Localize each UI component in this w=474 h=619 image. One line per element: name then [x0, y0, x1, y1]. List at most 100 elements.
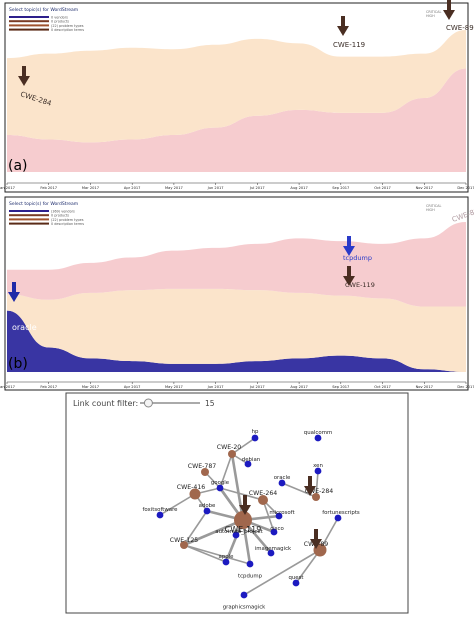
severity-legend-label: HIGH	[426, 208, 435, 212]
network-frame	[65, 392, 409, 614]
annotation-arrow-cwe-89-head	[443, 10, 455, 20]
node-autotrace_project[interactable]	[232, 531, 240, 539]
node-label: debian	[242, 457, 260, 463]
x-tick-label: Feb 2017	[40, 186, 57, 190]
node-quest[interactable]	[292, 579, 300, 587]
node-graphicsmagick[interactable]	[240, 591, 248, 599]
x-tick-label: Dec 2017	[457, 385, 474, 389]
node-hp[interactable]	[251, 434, 259, 442]
link-count-slider-thumb[interactable]	[143, 398, 153, 408]
node-label: CWE-20	[217, 444, 242, 451]
node-cwe-20[interactable]	[228, 450, 236, 458]
network-link	[219, 453, 233, 489]
annotation-arrow-cwe-119-shaft	[347, 266, 351, 278]
x-tick-label: Jul 2017	[249, 385, 265, 389]
node-fortunescripts[interactable]	[334, 514, 342, 522]
node-label: foxitsoftware	[143, 507, 179, 513]
annotation-arrow-cwe-119	[337, 16, 349, 36]
network-link	[219, 487, 264, 501]
x-tick-label: Mar 2017	[82, 186, 99, 190]
legend-swatch	[9, 20, 49, 23]
x-tick-label: Nov 2017	[416, 186, 433, 190]
graph-arrow-cwe-89-head	[310, 539, 322, 549]
node-label: CWE-264	[249, 490, 277, 497]
panel-label: (b)	[8, 356, 28, 372]
network-link	[159, 493, 196, 516]
legend-swatch	[9, 28, 49, 31]
node-tcpdump[interactable]	[246, 560, 254, 568]
node-label: xen	[313, 463, 323, 469]
network-link	[231, 437, 256, 455]
node-debian[interactable]	[244, 460, 252, 468]
network-link	[230, 452, 245, 522]
legend-label: 0 products	[51, 214, 69, 218]
node-google[interactable]	[216, 484, 224, 492]
severity-legend-label: CRITICAL	[426, 10, 441, 14]
annotation-label: CWE-89	[446, 24, 474, 32]
node-label: CWE-119	[225, 525, 262, 534]
legend-swatch	[9, 210, 49, 212]
legend-swatch	[9, 222, 49, 225]
node-label: fortunescripts	[322, 510, 360, 516]
x-tick-label: May 2017	[165, 186, 183, 190]
node-label: graphicsmagick	[223, 604, 266, 610]
x-tick-label: Oct 2017	[374, 385, 391, 389]
node-cwe-416[interactable]	[189, 488, 201, 500]
stream-layer-high	[7, 288, 466, 372]
node-label: hp	[252, 429, 259, 435]
network-link	[315, 470, 319, 498]
node-cwe-787[interactable]	[201, 468, 209, 476]
node-cwe-125[interactable]	[180, 541, 188, 549]
annotation-label: tcpdump	[343, 254, 372, 262]
node-label: CWE-416	[177, 484, 205, 491]
legend-swatch	[9, 24, 49, 27]
node-imagemagick[interactable]	[267, 549, 275, 557]
node-oracle[interactable]	[278, 479, 286, 487]
panel-header: Select topic(s) for WordStream	[9, 201, 78, 207]
node-label: cisco	[270, 526, 284, 532]
graph-arrow-cwe-284-shaft	[308, 476, 312, 488]
legend-label: 0 description terms	[51, 222, 84, 226]
node-label: imagemagick	[255, 546, 292, 552]
x-tick-label: Nov 2017	[416, 385, 433, 389]
node-cisco[interactable]	[270, 528, 278, 536]
annotation-arrow-cwe-119-shaft	[341, 16, 345, 28]
node-microsoft[interactable]	[275, 512, 283, 520]
graph-arrow-cwe-89-shaft	[314, 529, 318, 541]
network-link	[182, 518, 245, 547]
node-cwe-119[interactable]	[234, 511, 252, 529]
severity-legend-label: CRITICAL	[426, 204, 441, 208]
stream-layer-critical	[7, 68, 466, 172]
x-tick-label: Aug 2017	[290, 186, 307, 190]
legend-label: (22) problem types	[51, 218, 84, 222]
node-cwe-284[interactable]	[312, 493, 320, 501]
node-cwe-264[interactable]	[258, 495, 268, 505]
x-tick-label: Oct 2017	[374, 186, 391, 190]
network-link	[183, 544, 251, 565]
graph-arrow-cwe-119	[239, 495, 251, 515]
x-tick-label: Mar 2017	[82, 385, 99, 389]
node-label: apple	[219, 554, 235, 560]
legend-swatch	[9, 218, 49, 221]
node-foxitsoftware[interactable]	[156, 511, 164, 519]
stream-panel-b: Select topic(s) for WordStream (369) vend…	[0, 196, 474, 391]
annotation-arrow-cwe-284-shaft	[22, 66, 26, 78]
node-apple[interactable]	[222, 558, 230, 566]
node-label: autotrace_project	[215, 529, 262, 535]
x-tick-label: Sep 2017	[332, 385, 349, 389]
legend-label: (369) vendors	[51, 210, 75, 214]
graph-arrow-cwe-284	[304, 476, 316, 496]
network-link	[243, 549, 321, 596]
node-qualcomm[interactable]	[314, 434, 322, 442]
node-xen[interactable]	[314, 467, 322, 475]
annotation-label: CWE-119	[345, 281, 375, 289]
node-label: CWE-284	[305, 488, 333, 495]
node-adobe[interactable]	[203, 507, 211, 515]
annotation-label: CWE-119	[333, 41, 365, 49]
annotation-label: oracle	[12, 323, 37, 332]
annotation-arrow-cwe-89	[443, 0, 455, 20]
legend-swatch	[9, 214, 49, 217]
